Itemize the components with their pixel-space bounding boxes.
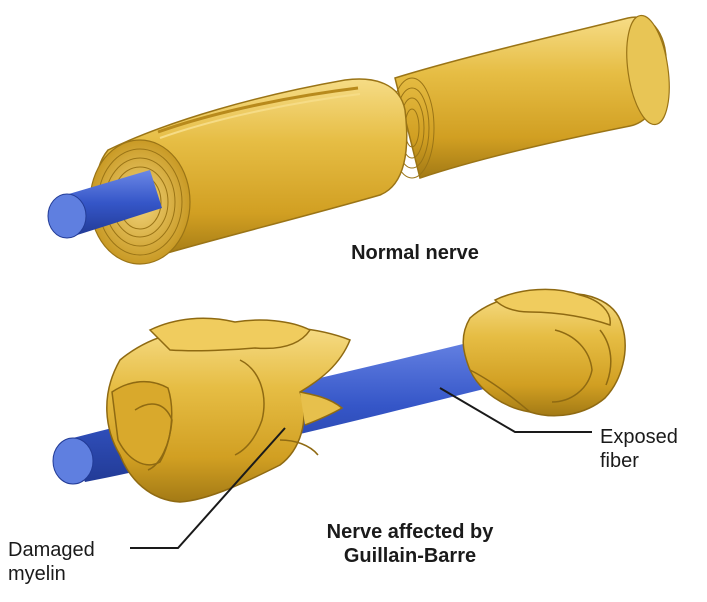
damaged-myelin-leader — [130, 427, 286, 549]
affected-label-line1: Nerve affected by — [326, 521, 494, 543]
damaged-myelin-right — [462, 288, 626, 417]
damaged-label-line2: myelin — [8, 563, 66, 585]
affected-nerve-label: Nerve affected by Guillain-Barre — [290, 520, 530, 568]
normal-nerve — [47, 14, 670, 265]
axon-normal — [62, 170, 162, 236]
damaged-myelin-left — [106, 317, 351, 503]
affected-nerve — [52, 288, 626, 503]
axon-end-normal — [47, 193, 87, 239]
damaged-myelin-label: Damaged myelin — [8, 538, 95, 586]
myelin-segment-right — [394, 16, 667, 179]
exposed-label-line2: fiber — [600, 450, 639, 472]
axon-end-affected — [52, 437, 94, 485]
exposed-fiber-label: Exposed fiber — [600, 425, 678, 473]
affected-label-line2: Guillain-Barre — [343, 545, 477, 567]
exposed-fiber-leader — [439, 387, 592, 433]
damaged-label-line1: Damaged — [8, 539, 95, 561]
normal-nerve-label: Normal nerve — [351, 242, 479, 264]
exposed-label-line1: Exposed — [600, 426, 678, 448]
